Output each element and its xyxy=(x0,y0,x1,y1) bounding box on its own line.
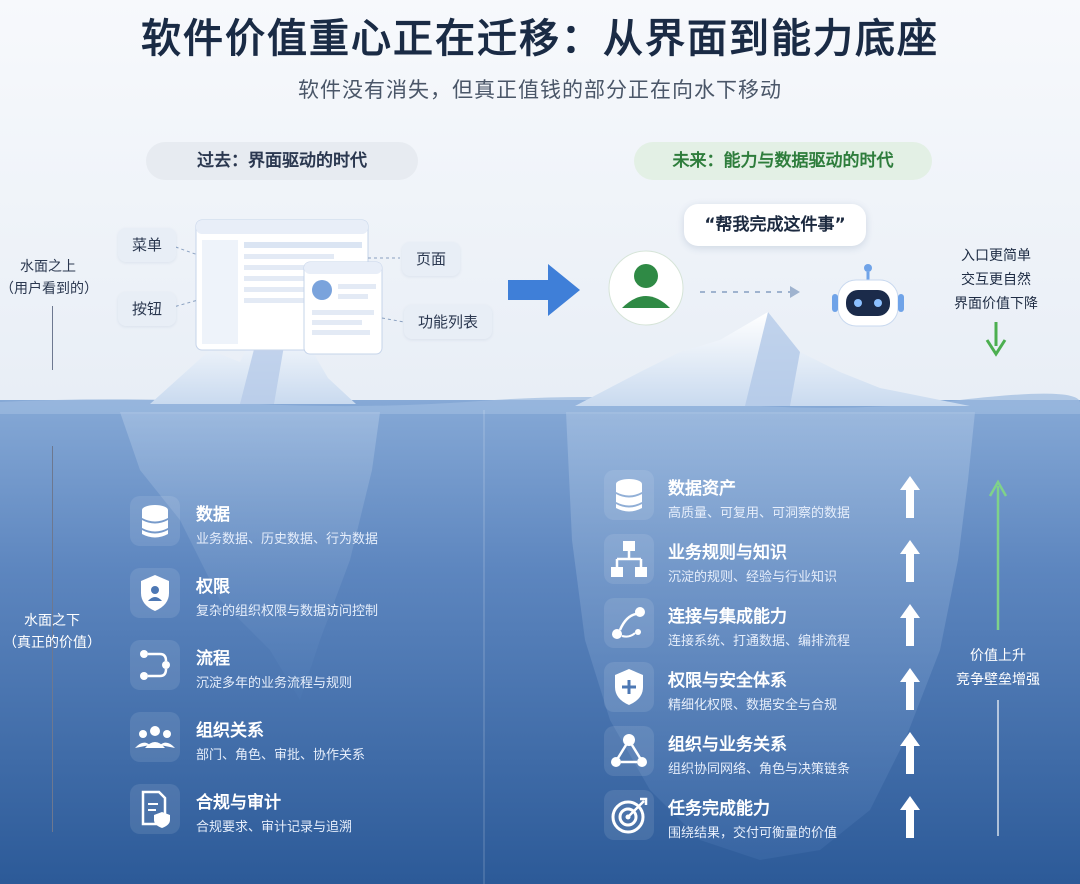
interface-trend-note: 入口更简单 交互更自然 界面价值下降 xyxy=(954,248,1038,312)
past-item: 权限 复杂的组织权限与数据访问控制 xyxy=(130,566,450,626)
callout-feature-list: 功能列表 xyxy=(404,305,493,339)
database-icon xyxy=(130,496,180,546)
below-water-bracket xyxy=(52,446,53,832)
future-item: 组织与业务关系 组织协同网络、角色与决策链条 xyxy=(604,726,934,782)
page-title: 软件价值重心正在迁移：从界面到能力底座 xyxy=(141,16,939,62)
down-arrow-icon xyxy=(985,322,1007,357)
past-item: 合规与审计 合规要求、审计记录与追溯 xyxy=(130,782,450,842)
connection-icon xyxy=(604,598,654,648)
up-arrow-icon xyxy=(898,474,922,524)
up-arrow-icon xyxy=(898,538,922,588)
up-arrow-icon xyxy=(898,730,922,780)
left-iceberg-base xyxy=(120,412,380,700)
robot-icon xyxy=(832,264,904,327)
future-item: 任务完成能力 围绕结果，交付可衡量的价值 xyxy=(604,790,934,846)
up-arrow-icon xyxy=(898,602,922,652)
hierarchy-icon xyxy=(604,534,654,584)
transition-arrow-icon xyxy=(508,264,580,316)
shield-user-icon xyxy=(130,568,180,618)
speech-bubble: “帮我完成这件事” xyxy=(684,204,866,246)
page-subtitle: 软件没有消失，但真正值钱的部分正在向水下移动 xyxy=(298,78,782,102)
callout-button: 按钮 xyxy=(118,292,177,326)
network-icon xyxy=(604,726,654,776)
ui-window-main xyxy=(195,219,369,351)
target-icon xyxy=(604,790,654,840)
people-icon xyxy=(130,712,180,762)
above-water-label: 水面之上 （用户看到的） xyxy=(0,259,98,297)
past-item: 组织关系 部门、角色、审批、协作关系 xyxy=(130,710,450,770)
database-icon xyxy=(604,470,654,520)
past-era-label: 过去：界面驱动的时代 xyxy=(146,142,418,180)
callout-page: 页面 xyxy=(402,242,461,276)
future-item: 连接与集成能力 连接系统、打通数据、编排流程 xyxy=(604,598,934,654)
past-item: 数据 业务数据、历史数据、行为数据 xyxy=(130,494,450,554)
document-shield-icon xyxy=(130,784,180,834)
ui-window-secondary xyxy=(303,261,383,355)
past-item: 流程 沉淀多年的业务流程与规则 xyxy=(130,638,450,698)
future-item: 数据资产 高质量、可复用、可洞察的数据 xyxy=(604,470,934,526)
up-arrow-icon xyxy=(898,794,922,844)
user-avatar-icon xyxy=(608,250,684,326)
value-trend-note: 价值上升 竞争壁垒增强 xyxy=(956,648,1040,688)
future-item: 权限与安全体系 精细化权限、数据安全与合规 xyxy=(604,662,934,718)
future-item: 业务规则与知识 沉淀的规则、经验与行业知识 xyxy=(604,534,934,590)
workflow-icon xyxy=(130,640,180,690)
future-era-label: 未来：能力与数据驱动的时代 xyxy=(634,142,932,180)
up-arrow-icon xyxy=(898,666,922,716)
callout-menu: 菜单 xyxy=(118,228,177,262)
below-water-label: 水面之下 （真正的价值） xyxy=(3,613,101,651)
above-water-bracket xyxy=(52,306,53,370)
right-iceberg-base xyxy=(566,412,975,860)
value-rise-arrow-icon xyxy=(988,479,1008,836)
shield-plus-icon xyxy=(604,662,654,712)
